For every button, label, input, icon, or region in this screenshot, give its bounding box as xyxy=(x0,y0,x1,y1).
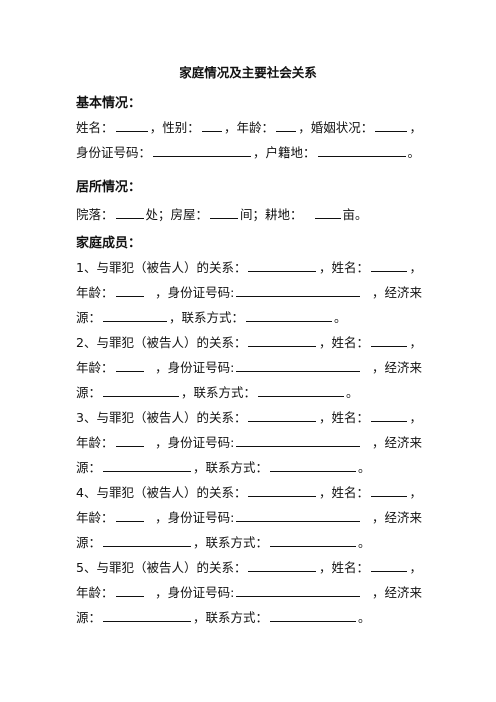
econ-blank[interactable] xyxy=(103,607,192,622)
contact-blank[interactable] xyxy=(270,532,357,547)
member-number: 2、 xyxy=(76,335,97,350)
econ-blank[interactable] xyxy=(103,382,180,397)
member-line-relation-2: 2、与罪犯（被告人）的关系： ，姓名： ， xyxy=(76,332,422,354)
member-id-blank[interactable] xyxy=(236,432,361,447)
gender-blank[interactable] xyxy=(201,117,222,132)
relation-blank[interactable] xyxy=(248,257,317,272)
land-blank[interactable] xyxy=(314,204,341,219)
line-comma: ， xyxy=(409,120,422,135)
member-line-econ-4: 源：，联系方式：。 xyxy=(76,532,422,554)
member-line-age-3: 年龄： ，身份证号码: ，经济来 xyxy=(76,432,422,454)
member-number: 5、 xyxy=(76,560,97,575)
residence-line: 院落：处；房屋：间；耕地：亩。 xyxy=(76,204,422,226)
member-name-blank[interactable] xyxy=(370,557,407,572)
yard-blank[interactable] xyxy=(115,204,144,219)
member-name-blank[interactable] xyxy=(370,257,407,272)
contact-blank[interactable] xyxy=(246,307,333,322)
hukou-label: ，户籍地： xyxy=(253,145,316,160)
member-line-relation-1: 1、与罪犯（被告人）的关系： ，姓名： ， xyxy=(76,257,422,279)
member-name-blank[interactable] xyxy=(370,482,407,497)
member-id-blank[interactable] xyxy=(236,282,361,297)
econ-blank[interactable] xyxy=(103,532,192,547)
hukou-blank[interactable] xyxy=(317,142,406,157)
relation-blank[interactable] xyxy=(248,557,317,572)
family-heading: 家庭成员： xyxy=(76,236,142,251)
member-line-age-1: 年龄： ，身份证号码: ，经济来 xyxy=(76,282,422,304)
member-number: 4、 xyxy=(76,485,97,500)
marital-blank[interactable] xyxy=(375,117,408,132)
member-line-econ-2: 源：，联系方式：。 xyxy=(76,382,422,404)
basic-info-line-1: 姓名： ，性别： ，年龄： ，婚姻状况： ， xyxy=(76,117,422,139)
contact-blank[interactable] xyxy=(258,382,345,397)
member-name-blank[interactable] xyxy=(370,407,407,422)
id-label: 身份证号码： xyxy=(76,145,152,160)
member-line-age-4: 年龄： ，身份证号码: ，经济来 xyxy=(76,507,422,529)
member-line-relation-5: 5、与罪犯（被告人）的关系： ，姓名： ， xyxy=(76,557,422,579)
member-age-blank[interactable] xyxy=(115,507,144,522)
member-age-blank[interactable] xyxy=(115,282,144,297)
econ-blank[interactable] xyxy=(103,457,192,472)
document-title: 家庭情况及主要社会关系 xyxy=(179,65,317,80)
member-line-age-5: 年龄： ，身份证号码: ，经济来 xyxy=(76,582,422,604)
relation-blank[interactable] xyxy=(248,482,317,497)
member-line-relation-4: 4、与罪犯（被告人）的关系： ，姓名： ， xyxy=(76,482,422,504)
relation-blank[interactable] xyxy=(248,407,317,422)
member-age-blank[interactable] xyxy=(115,582,144,597)
basic-info-heading: 基本情况： xyxy=(76,96,142,111)
member-number: 1、 xyxy=(76,260,97,275)
member-number: 3、 xyxy=(76,410,97,425)
age-field: ，年龄： xyxy=(224,117,298,139)
gender-field: ，性别： xyxy=(150,117,224,139)
member-age-blank[interactable] xyxy=(115,432,144,447)
residence-heading: 居所情况： xyxy=(76,180,142,195)
contact-blank[interactable] xyxy=(270,607,357,622)
age-blank[interactable] xyxy=(275,117,296,132)
member-line-econ-5: 源：，联系方式：。 xyxy=(76,607,422,629)
name-blank[interactable] xyxy=(115,117,148,132)
basic-info-line-2: 身份证号码：，户籍地：。 xyxy=(76,142,422,164)
member-line-econ-1: 源：，联系方式：。 xyxy=(76,307,422,329)
member-id-blank[interactable] xyxy=(236,507,361,522)
member-name-blank[interactable] xyxy=(370,332,407,347)
member-line-relation-3: 3、与罪犯（被告人）的关系： ，姓名： ， xyxy=(76,407,422,429)
house-blank[interactable] xyxy=(210,204,239,219)
name-field: 姓名： xyxy=(76,117,150,139)
member-line-age-2: 年龄： ，身份证号码: ，经济来 xyxy=(76,357,422,379)
contact-blank[interactable] xyxy=(270,457,357,472)
member-id-blank[interactable] xyxy=(236,582,361,597)
relation-blank[interactable] xyxy=(248,332,317,347)
id-blank[interactable] xyxy=(153,142,252,157)
marital-field: ，婚姻状况： xyxy=(298,117,409,139)
member-age-blank[interactable] xyxy=(115,357,144,372)
member-line-econ-3: 源：，联系方式：。 xyxy=(76,457,422,479)
member-id-blank[interactable] xyxy=(236,357,361,372)
econ-blank[interactable] xyxy=(103,307,168,322)
